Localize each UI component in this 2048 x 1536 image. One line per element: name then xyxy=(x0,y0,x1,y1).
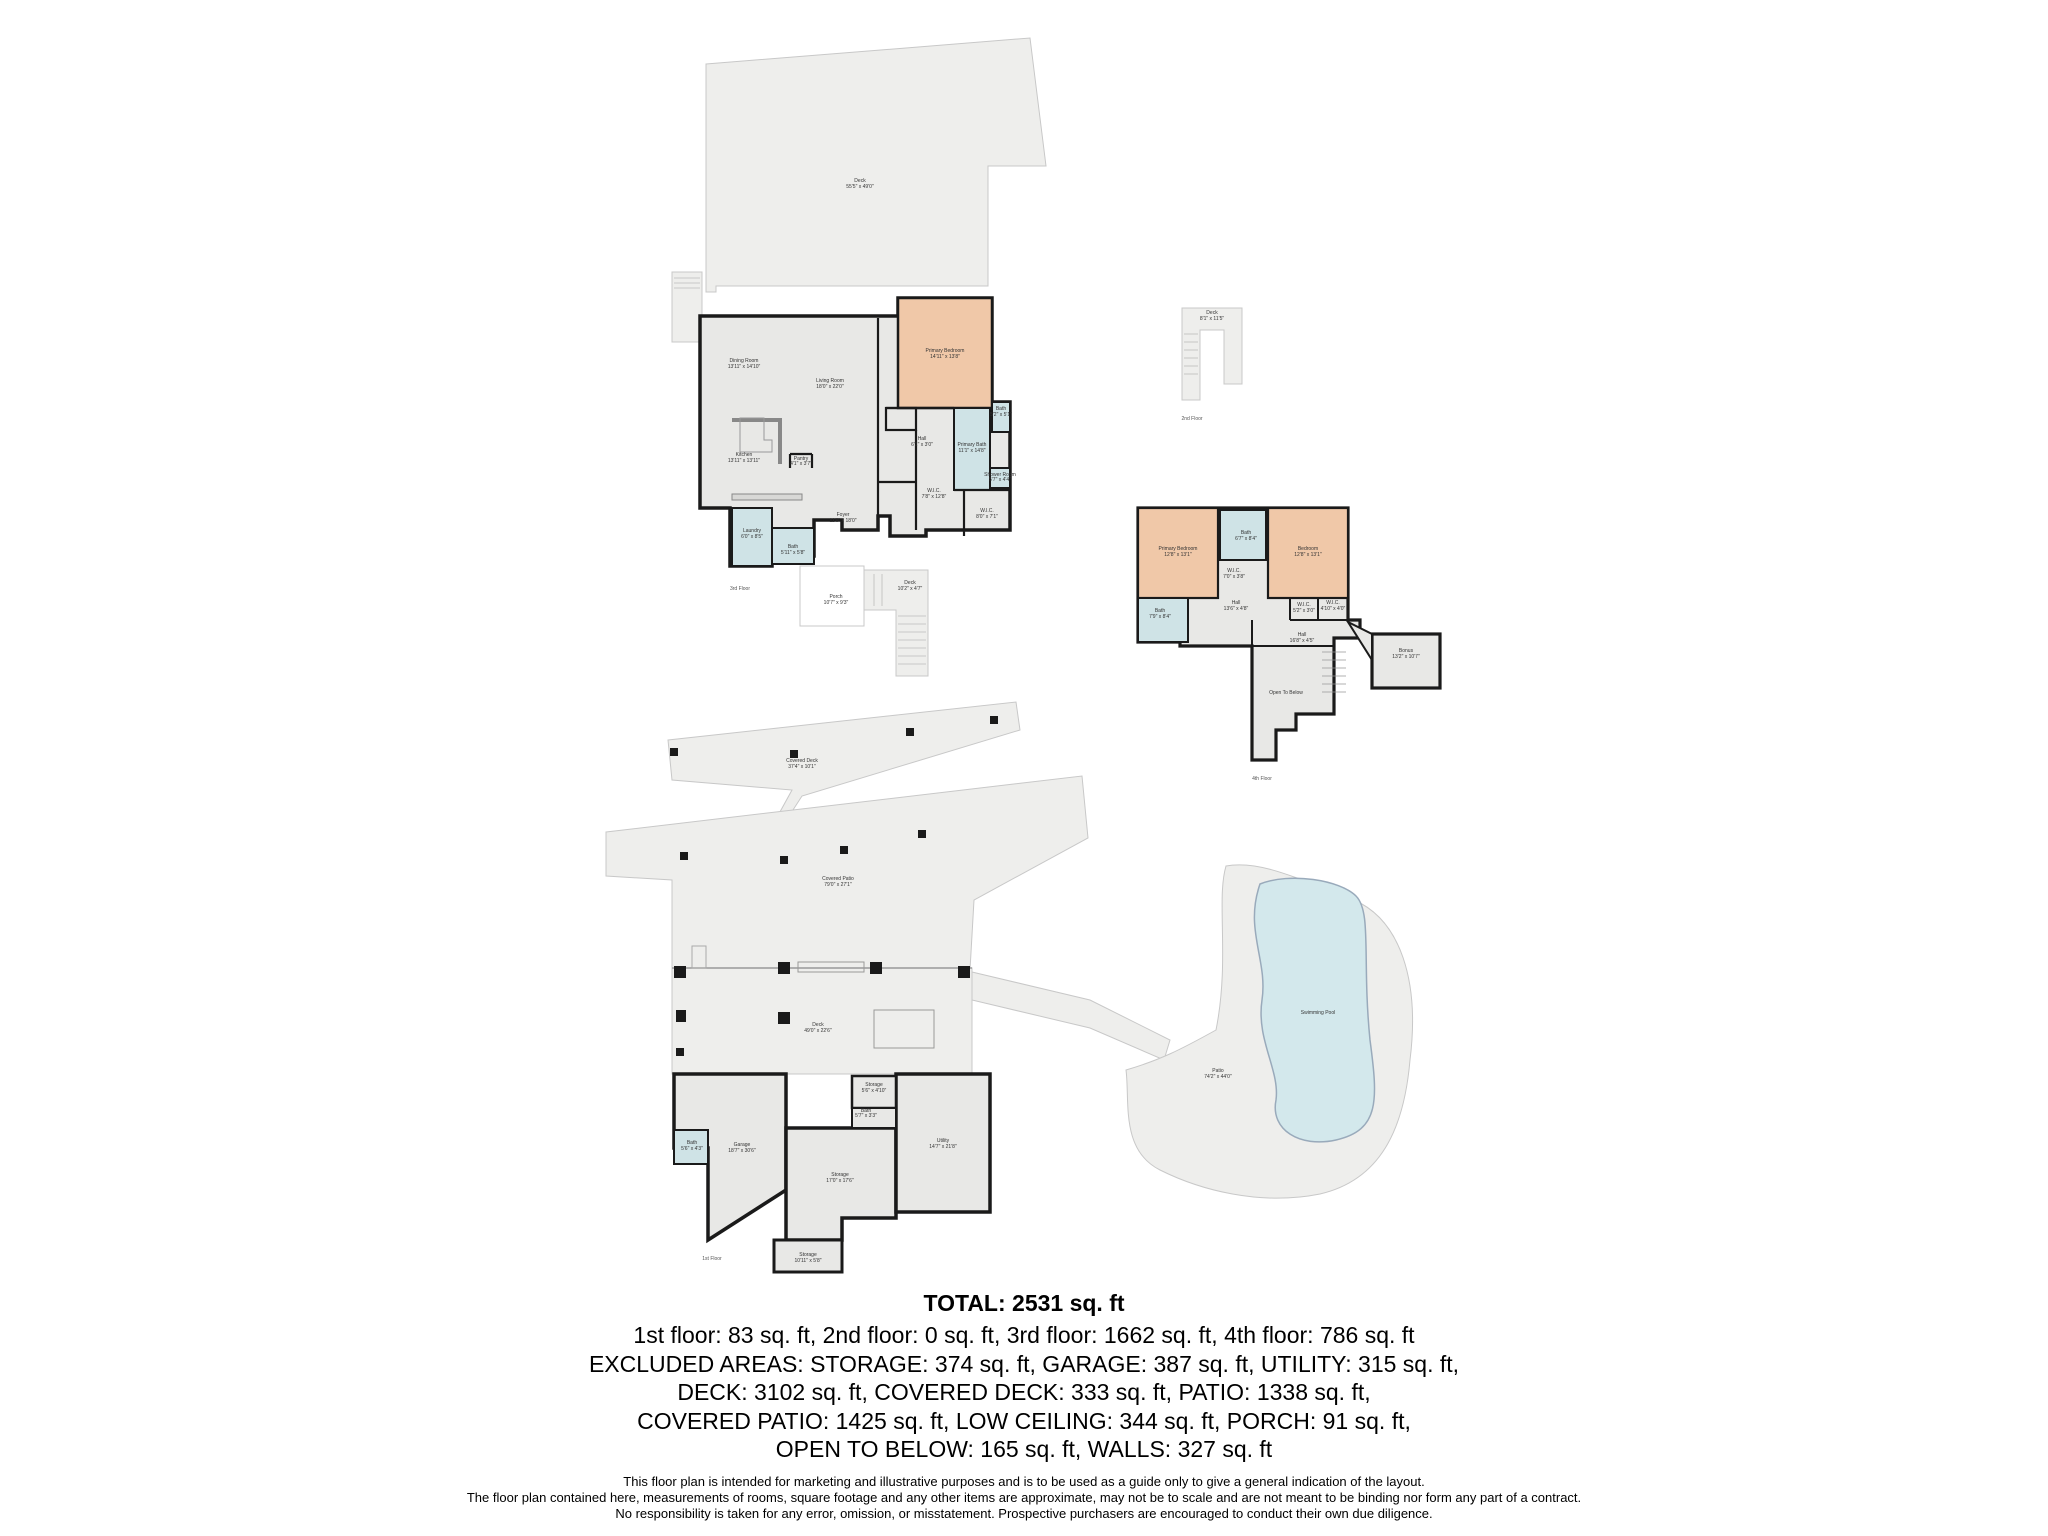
floor-label-fourth: 4th Floor xyxy=(1252,776,1272,782)
swimming-pool xyxy=(1253,877,1376,1143)
summary-line: 1st floor: 83 sq. ft, 2nd floor: 0 sq. f… xyxy=(633,1322,1415,1348)
front-stair-deck xyxy=(863,569,929,677)
utility-room xyxy=(894,1072,992,1214)
storage-a-room xyxy=(850,1074,898,1110)
floor-label-second: 2nd Floor xyxy=(1181,416,1202,422)
laundry-fill xyxy=(731,507,773,567)
walkway-to-patio xyxy=(971,971,1171,1061)
primary-bedroom-4-fill xyxy=(1136,506,1220,600)
bath-1-room xyxy=(851,1107,897,1129)
disclaimer-line: No responsibility is taken for any error… xyxy=(615,1506,1433,1521)
label-open-below: Open To Below xyxy=(1269,690,1303,696)
label-wic-2: W.I.C.8'0" x 7'1" xyxy=(976,508,998,520)
summary-line: COVERED PATIO: 1425 sq. ft, LOW CEILING:… xyxy=(637,1407,1411,1434)
deck-area-top xyxy=(705,37,1047,293)
floor-label-first: 1st Floor xyxy=(702,1256,722,1262)
columns xyxy=(670,716,998,1056)
disclaimer-line: The floor plan contained here, measureme… xyxy=(466,1490,1582,1505)
area-summary: 1st floor: 83 sq. ft, 2nd floor: 0 sq. f… xyxy=(0,1321,2048,1464)
disclaimer-line: This floor plan is intended for marketin… xyxy=(623,1474,1425,1489)
deck-1st-area xyxy=(671,967,973,1075)
bonus-room xyxy=(1370,632,1442,690)
label-wic-4b: W.I.C.5'2" x 3'0" xyxy=(1293,602,1315,614)
storage-c-room xyxy=(772,1238,844,1274)
total-area-heading: TOTAL: 2531 sq. ft xyxy=(923,1290,1125,1316)
storage-b-room xyxy=(784,1126,898,1242)
summary-line: DECK: 3102 sq. ft, COVERED DECK: 333 sq.… xyxy=(677,1379,1371,1405)
disclaimer-text: This floor plan is intended for marketin… xyxy=(0,1474,2048,1522)
label-wic-4c: W.I.C.4'10" x 4'0" xyxy=(1321,600,1346,612)
shower-room-fill xyxy=(989,467,1011,489)
floor-label-third: 3rd Floor xyxy=(730,586,750,592)
deck-stair-top xyxy=(671,271,703,343)
deck-2nd-floor xyxy=(1181,307,1243,401)
porch-area xyxy=(799,565,865,627)
bedroom-4-fill xyxy=(1266,506,1350,600)
primary-bath-fill xyxy=(953,407,991,491)
label-wic-1: W.I.C.7'8" x 12'8" xyxy=(922,488,947,500)
label-wic-4a: W.I.C.7'0" x 3'8" xyxy=(1223,568,1245,580)
bath4-fill xyxy=(1137,597,1189,643)
summary-line: OPEN TO BELOW: 165 sq. ft, WALLS: 327 sq… xyxy=(775,1436,1273,1462)
bath-g-fill xyxy=(673,1129,709,1165)
summary-line: EXCLUDED AREAS: STORAGE: 374 sq. ft, GAR… xyxy=(588,1350,1460,1377)
covered-patio-area xyxy=(605,775,1089,971)
small-bath-fill xyxy=(991,401,1011,433)
label-pool: Swimming Pool xyxy=(1301,1010,1335,1016)
bath3-fill xyxy=(771,527,815,565)
